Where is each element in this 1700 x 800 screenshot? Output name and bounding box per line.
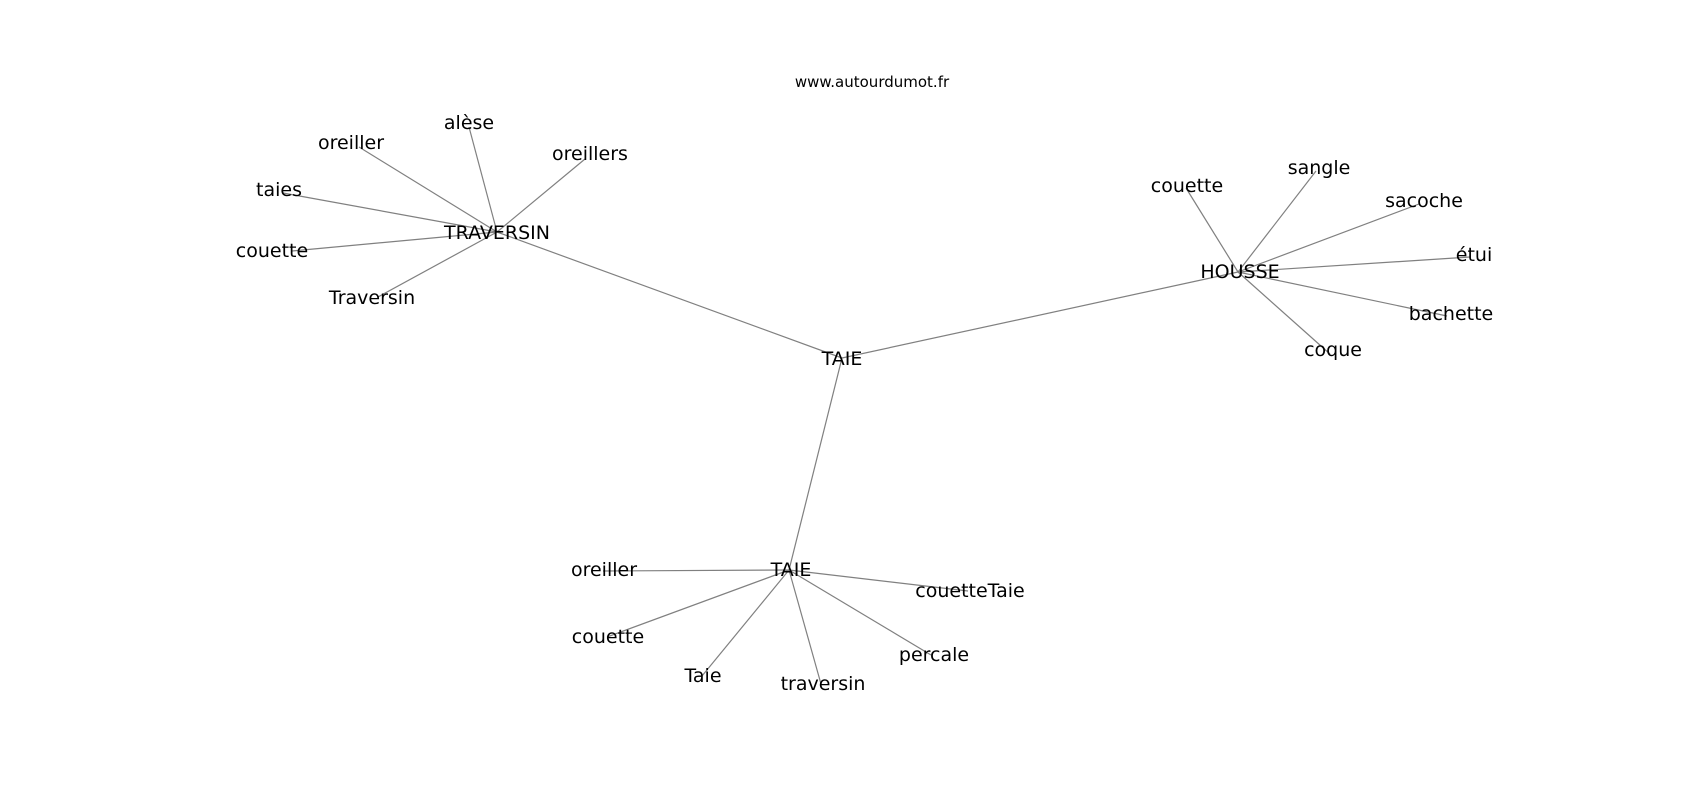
- node-leaf-couette: couette: [572, 626, 644, 648]
- node-leaf-taies: taies: [256, 179, 302, 201]
- edge-taie-couette: [606, 569, 790, 638]
- node-leaf-traversin: Traversin: [328, 287, 415, 309]
- edge-housse-etui: [1237, 256, 1471, 273]
- node-leaf-couette: couette: [1151, 175, 1223, 197]
- edge-housse-sacoche: [1237, 203, 1420, 273]
- node-leaf-couette: couette: [236, 240, 308, 262]
- node-leaf-taie: Taie: [683, 665, 721, 687]
- edge-taie-taie: [701, 569, 790, 677]
- edge-traversin-taies: [282, 192, 498, 233]
- node-leaf-alese: alèse: [444, 112, 494, 134]
- node-leaf-sacoche: sacoche: [1385, 190, 1463, 212]
- edge-root-housse: [841, 271, 1239, 359]
- edge-root-traversin: [496, 231, 843, 359]
- edges: [282, 126, 1471, 685]
- node-leaf-oreiller: oreiller: [571, 559, 637, 581]
- edge-housse-couette: [1185, 187, 1239, 273]
- node-leaf-couettetaie: couetteTaie: [915, 580, 1024, 602]
- node-leaf-traversin: traversin: [781, 673, 866, 695]
- watermark: www.autourdumot.fr: [795, 73, 950, 91]
- node-leaf-bachette: bachette: [1409, 303, 1493, 325]
- node-leaf-oreillers: oreillers: [552, 143, 628, 165]
- edge-traversin-alese: [468, 126, 498, 233]
- edge-housse-sangle: [1237, 170, 1317, 273]
- node-leaf-etui: étui: [1456, 244, 1492, 266]
- edge-traversin-traversin: [377, 231, 498, 298]
- node-root: TAIE: [821, 348, 863, 370]
- edge-traversin-oreiller: [358, 146, 498, 233]
- edge-housse-bachette: [1237, 271, 1448, 317]
- edge-root-taie: [788, 357, 843, 571]
- edge-taie-couettetaie: [788, 569, 969, 592]
- node-hub-traversin: TRAVERSIN: [443, 222, 550, 244]
- edge-housse-coque: [1237, 271, 1331, 355]
- edge-taie-traversin: [788, 569, 822, 685]
- node-leaf-sangle: sangle: [1288, 157, 1351, 179]
- edge-traversin-couette: [291, 231, 498, 252]
- node-leaf-coque: coque: [1304, 339, 1362, 361]
- edge-traversin-oreillers: [496, 158, 586, 233]
- node-leaf-oreiller: oreiller: [318, 132, 384, 154]
- labels: www.autourdumot.fr TAIE TRAVERSIN alèse …: [236, 73, 1493, 695]
- node-hub-taie: TAIE: [770, 559, 812, 581]
- edge-taie-oreiller: [602, 569, 790, 572]
- edge-taie-percale: [788, 569, 932, 656]
- node-leaf-percale: percale: [899, 644, 969, 666]
- node-hub-housse: HOUSSE: [1200, 261, 1279, 283]
